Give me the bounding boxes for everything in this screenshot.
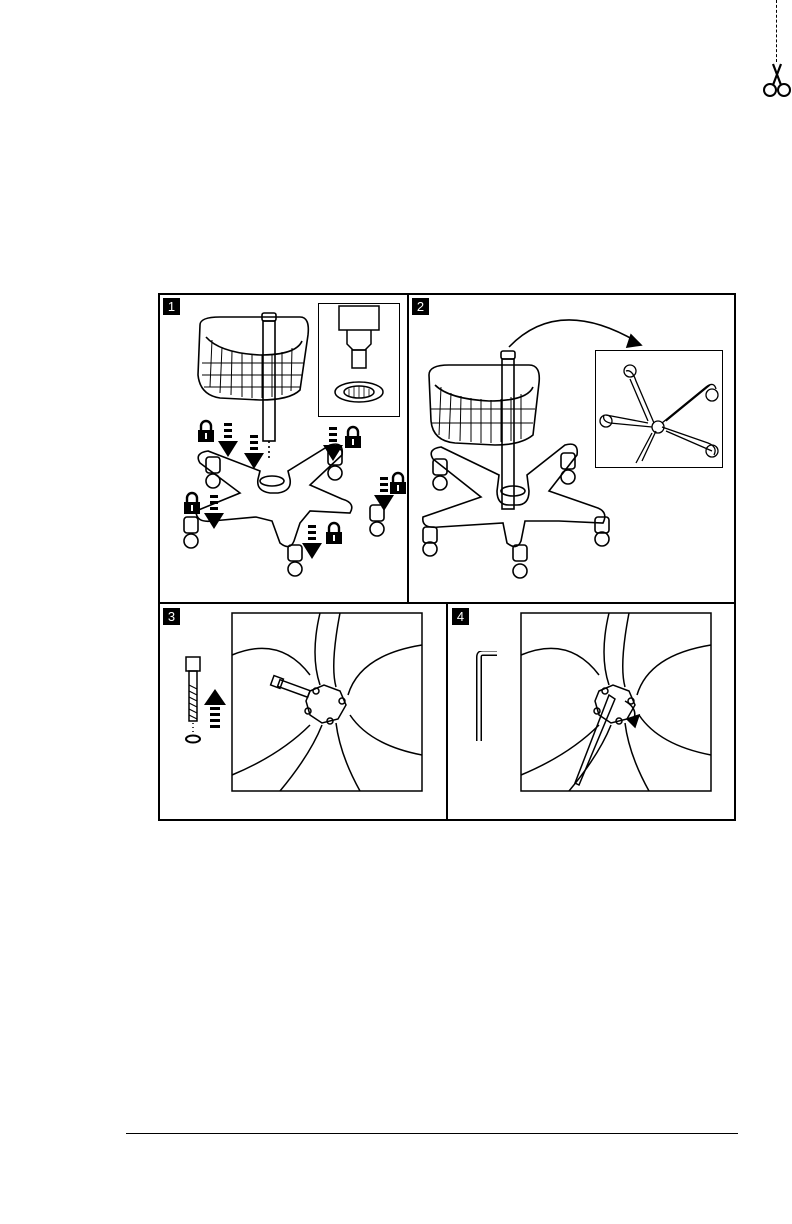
down-arrow-icon bbox=[204, 495, 224, 531]
panel-2: 2 bbox=[409, 295, 734, 602]
lock-icon bbox=[196, 419, 216, 443]
assembly-figure: 1 bbox=[158, 293, 736, 821]
panel-number: 3 bbox=[163, 608, 180, 625]
hex-key-icon bbox=[471, 651, 501, 743]
panel-number: 1 bbox=[163, 298, 180, 315]
lock-icon bbox=[324, 521, 344, 545]
lock-icon bbox=[182, 491, 202, 515]
lock-icon bbox=[343, 425, 363, 449]
down-arrow-icon bbox=[302, 525, 322, 561]
panel-number: 4 bbox=[452, 608, 469, 625]
down-arrow-icon bbox=[218, 423, 238, 459]
down-arrow-icon bbox=[244, 435, 264, 471]
underside-inset bbox=[595, 350, 723, 468]
cut-line bbox=[776, 0, 777, 62]
bolt-insert-illustration bbox=[160, 605, 446, 819]
panel-number: 2 bbox=[412, 298, 429, 315]
column-inset bbox=[318, 303, 400, 417]
down-arrow-icon bbox=[374, 477, 394, 513]
down-arrow-icon bbox=[323, 427, 343, 463]
up-arrow-icon bbox=[204, 689, 226, 729]
panel-1: 1 bbox=[160, 295, 407, 602]
panel-4: 4 bbox=[449, 605, 734, 819]
panel-3: 3 bbox=[160, 605, 446, 819]
footer-rule bbox=[126, 1133, 738, 1134]
scissors-icon bbox=[762, 60, 792, 98]
